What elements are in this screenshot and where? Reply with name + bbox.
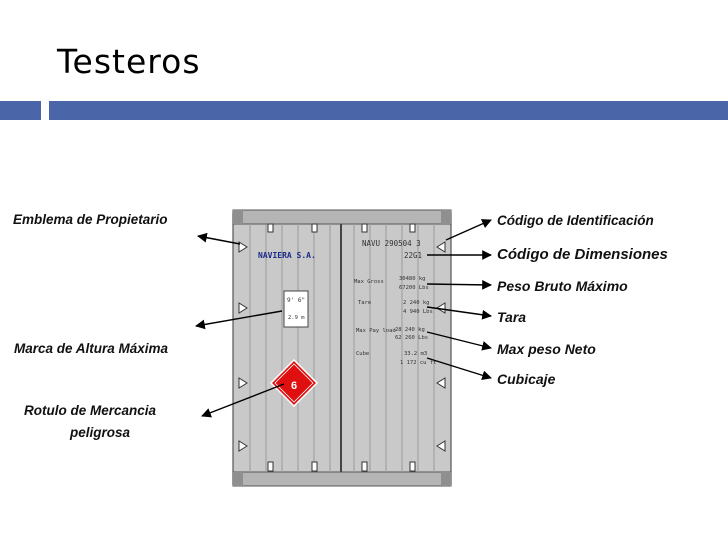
left-arrows [195, 232, 285, 418]
height-mark-meters: 2.9 m [288, 315, 305, 321]
label-cubic: Cubicaje [497, 371, 556, 387]
label-id-code: Código de Identificación [497, 213, 654, 228]
size-code: 22G1 [404, 251, 422, 260]
payload-kg: 28 240 kg [395, 327, 425, 333]
label-max-net: Max peso Neto [497, 341, 596, 357]
payload-label: Max Pay load [356, 328, 396, 334]
maxgross-label: Max Gross [354, 279, 384, 285]
owner-logo: NAVIERA S.A. [258, 251, 316, 260]
title-rule-right [49, 101, 728, 120]
height-mark-feet: 9' 6" [287, 297, 305, 304]
right-arrows [426, 219, 492, 381]
maxgross-kg: 30480 kg [399, 276, 426, 282]
cube-ft3: 1 172 cu ft [400, 360, 436, 366]
title-rule-left [0, 101, 41, 120]
label-dimensions-code: Código de Dimensiones [497, 246, 668, 263]
hazard-class-number: 6 [291, 380, 297, 392]
label-hazard-line1: Rotulo de Mercancia [24, 403, 157, 418]
page-title: Testeros [57, 42, 201, 81]
id-code: NAVU 290504 3 [362, 239, 421, 248]
label-max-height: Marca de Altura Máxima [14, 341, 169, 356]
label-max-gross: Peso Bruto Máximo [497, 278, 628, 294]
payload-lbs: 62 260 Lbs [395, 335, 428, 341]
tare-kg: 2 240 kg [403, 300, 430, 306]
cube-label: Cube [356, 351, 369, 357]
hazard-placard: 6 [269, 358, 319, 408]
container-end [232, 209, 452, 487]
label-tare: Tara [497, 309, 526, 325]
tare-lbs: 4 940 Lbs [403, 309, 433, 315]
height-mark: 9' 6" 2.9 m [283, 290, 309, 328]
maxgross-lbs: 67200 Lbs [399, 285, 429, 291]
cube-m3: 33.2 m3 [404, 351, 427, 357]
label-hazard-line2: peligrosa [69, 425, 131, 440]
label-owner-emblem: Emblema de Propietario [13, 212, 168, 227]
tare-label: Tare [358, 300, 371, 306]
